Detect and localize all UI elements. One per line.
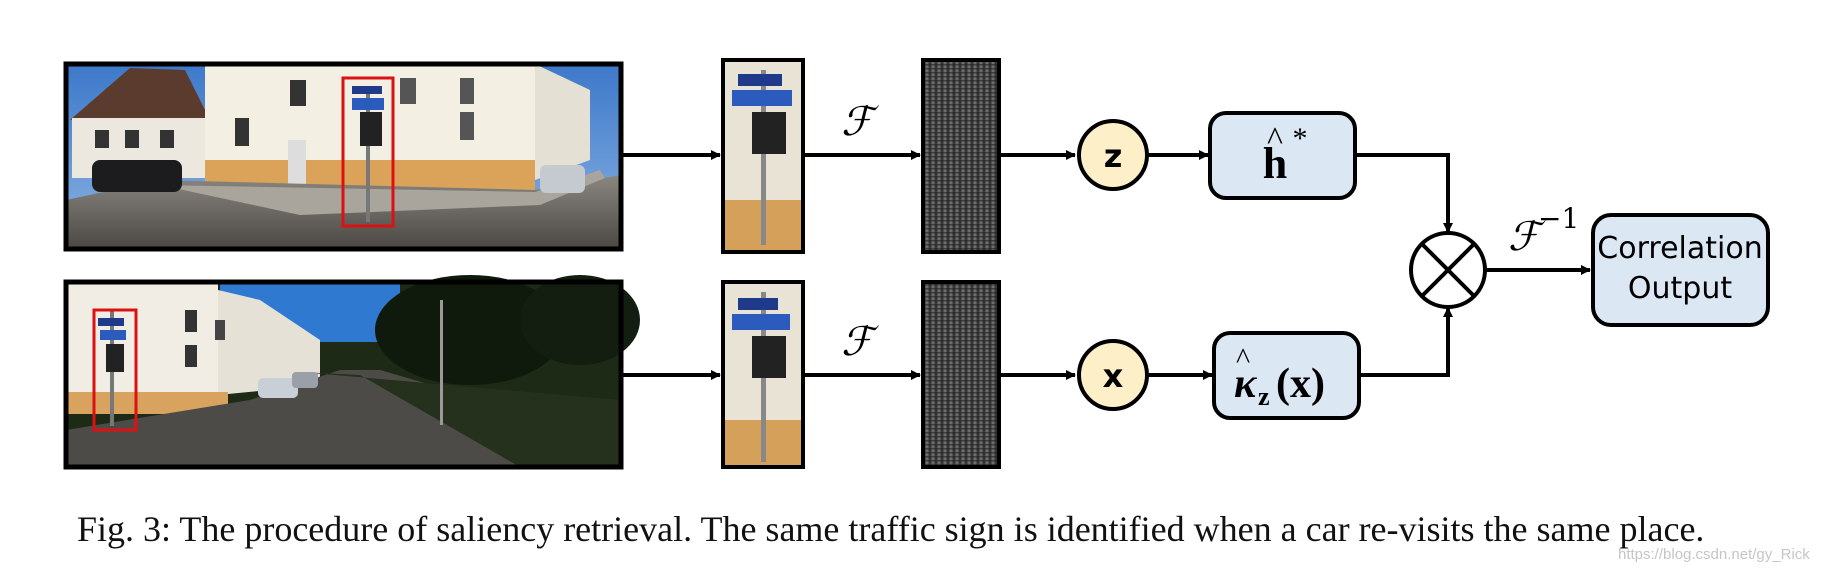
box-kappa-hat: ^	[1236, 342, 1250, 375]
feature-map-top	[921, 58, 1001, 254]
street-image-bottom	[63, 275, 640, 470]
box-kappa-arg: (x)	[1276, 361, 1325, 407]
node-z: z	[1077, 119, 1149, 191]
selection-box-top	[341, 76, 395, 228]
kernel-box-kappa: κ ^ z (x)	[1212, 331, 1361, 420]
cropped-patch-bottom	[721, 280, 805, 469]
box-h-hat: ^	[1267, 121, 1283, 158]
box-h-star: *	[1293, 122, 1308, 155]
box-h-main: h	[1263, 139, 1287, 188]
correlation-output-box: Correlation Output	[1591, 213, 1770, 327]
street-image-top	[63, 61, 624, 252]
cropped-patch-top	[721, 58, 805, 254]
node-x-label: x	[1103, 357, 1124, 395]
arrow-kappa-to-combine	[1359, 307, 1453, 377]
watermark: https://blog.csdn.net/gy_Rick	[1618, 546, 1810, 563]
node-z-label: z	[1104, 137, 1123, 175]
box-kappa-sub: z	[1258, 382, 1270, 411]
saliency-retrieval-diagram: ℱ ℱ z x h ^ * κ ^ z (x) ℱ −1	[63, 58, 1770, 470]
selection-box-bottom	[92, 308, 138, 432]
output-label-line1: Correlation	[1597, 231, 1762, 266]
filter-box-h-star: h ^ *	[1208, 111, 1357, 200]
figure-caption: Fig. 3: The procedure of saliency retrie…	[77, 509, 1705, 549]
feature-map-bottom	[921, 280, 1001, 469]
elementwise-product-node	[1409, 231, 1487, 309]
output-label-line2: Output	[1628, 271, 1732, 306]
node-x: x	[1077, 339, 1149, 411]
box-kappa-main: κ	[1234, 361, 1258, 407]
fourier-operator-bottom: ℱ	[841, 319, 879, 365]
arrow-h-to-combine	[1355, 153, 1453, 233]
fourier-operator-top: ℱ	[841, 99, 879, 145]
inverse-fourier-exponent: −1	[1538, 202, 1579, 235]
